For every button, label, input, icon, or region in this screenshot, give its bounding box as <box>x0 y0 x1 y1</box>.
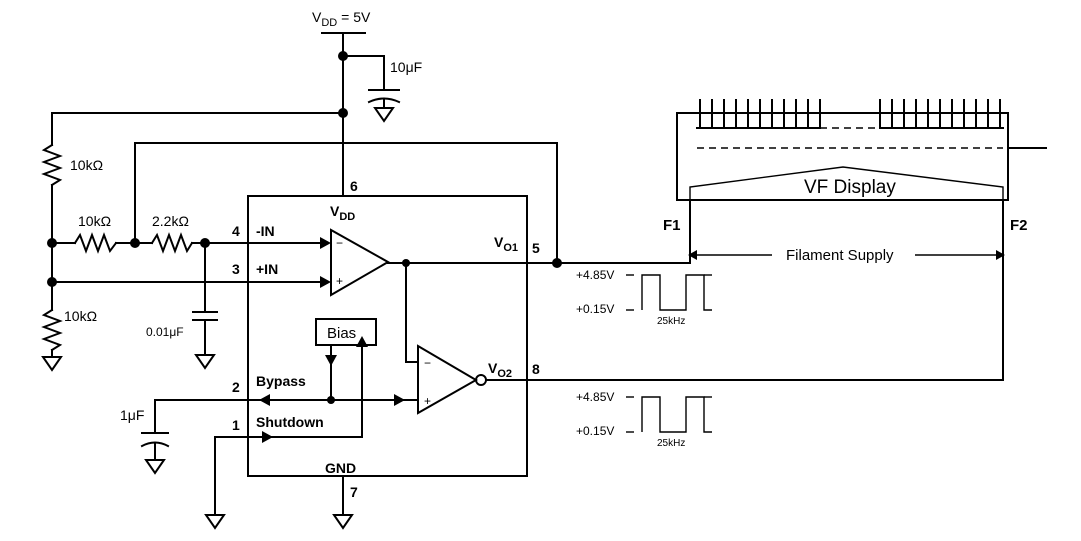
ground-symbol-cap-10uf <box>373 107 395 123</box>
gnd-label: GND <box>325 460 356 476</box>
f1-label: F1 <box>663 217 681 234</box>
pin-2-number: 2 <box>232 379 240 395</box>
waveform-vo2: +4.85V +0.15V 25kHz <box>576 390 712 449</box>
vo1-label: VO1 <box>494 234 518 254</box>
waveform-1-high-label: +4.85V <box>576 268 614 282</box>
waveform-2-high-label: +4.85V <box>576 390 614 404</box>
bias-label: Bias <box>327 325 356 342</box>
pin-4-number: 4 <box>232 223 240 239</box>
op-amp-1-minus-sign: − <box>336 236 343 250</box>
display-top-pins <box>696 99 1004 129</box>
waveform-1-low-label: +0.15V <box>576 302 614 316</box>
display-title: VF Display <box>804 177 896 198</box>
capacitor-0-01uf: 0.01μF <box>146 242 218 370</box>
filament-shape <box>689 166 1004 200</box>
shutdown-label: Shutdown <box>256 414 324 430</box>
pin-3-number: 3 <box>232 261 240 277</box>
waveform-2-frequency: 25kHz <box>657 438 685 449</box>
filament-supply-label: Filament Supply <box>786 247 894 264</box>
capacitor-10uf: 10μF <box>342 55 422 109</box>
resistor-2k2-label: 2.2kΩ <box>152 213 189 229</box>
vf-display: VF Display F1 F2 <box>556 99 1047 381</box>
resistor-10k-top-label: 10kΩ <box>70 157 103 173</box>
resistor-10k-mid-label: 10kΩ <box>78 213 111 229</box>
ic-package: 6 VDD 4 -IN 3 +IN 2 Bypass 1 Shutdown GN… <box>232 178 540 500</box>
shutdown-wiring <box>204 431 363 530</box>
gnd-pin-wiring <box>332 475 354 530</box>
op-amp-2: − + <box>405 262 1004 415</box>
minus-in-label: -IN <box>256 223 275 239</box>
op-amp-1-plus-sign: + <box>336 274 343 288</box>
op-amp-2-plus-sign: + <box>424 394 431 408</box>
input-resistors: 10kΩ 2.2kΩ <box>51 213 321 254</box>
capacitor-10uf-label: 10μF <box>390 59 422 75</box>
vdd-supply-label: VDD = 5V <box>312 9 371 29</box>
resistor-10k-bottom-label: 10kΩ <box>64 308 97 324</box>
vo2-label: VO2 <box>488 360 512 380</box>
plus-in-label: +IN <box>256 261 278 277</box>
op-amp-1: − + <box>330 228 558 297</box>
pin-6-number: 6 <box>350 178 358 194</box>
filament-supply-arrow: Filament Supply <box>688 247 1005 264</box>
op-amp-2-minus-sign: − <box>424 356 431 370</box>
capacitor-0-01uf-label: 0.01μF <box>146 325 184 339</box>
waveform-2-low-label: +0.15V <box>576 424 614 438</box>
vdd-supply: VDD = 5V <box>312 9 371 197</box>
waveform-vo1: +4.85V +0.15V 25kHz <box>576 268 712 327</box>
pin-7-number: 7 <box>350 484 358 500</box>
bypass-wiring: 1μF <box>120 394 419 475</box>
vdd-pin-label: VDD <box>330 203 355 223</box>
bypass-label: Bypass <box>256 373 306 389</box>
waveform-1-frequency: 25kHz <box>657 316 685 327</box>
bias-block: Bias <box>315 318 377 438</box>
pin-1-number: 1 <box>232 417 240 433</box>
plus-in-wire <box>51 237 331 288</box>
divider-network: 10kΩ 10kΩ <box>41 112 344 372</box>
pin-5-number: 5 <box>532 240 540 256</box>
capacitor-1uf-label: 1μF <box>120 407 144 423</box>
f2-label: F2 <box>1010 217 1028 234</box>
pin-8-number: 8 <box>532 361 540 377</box>
